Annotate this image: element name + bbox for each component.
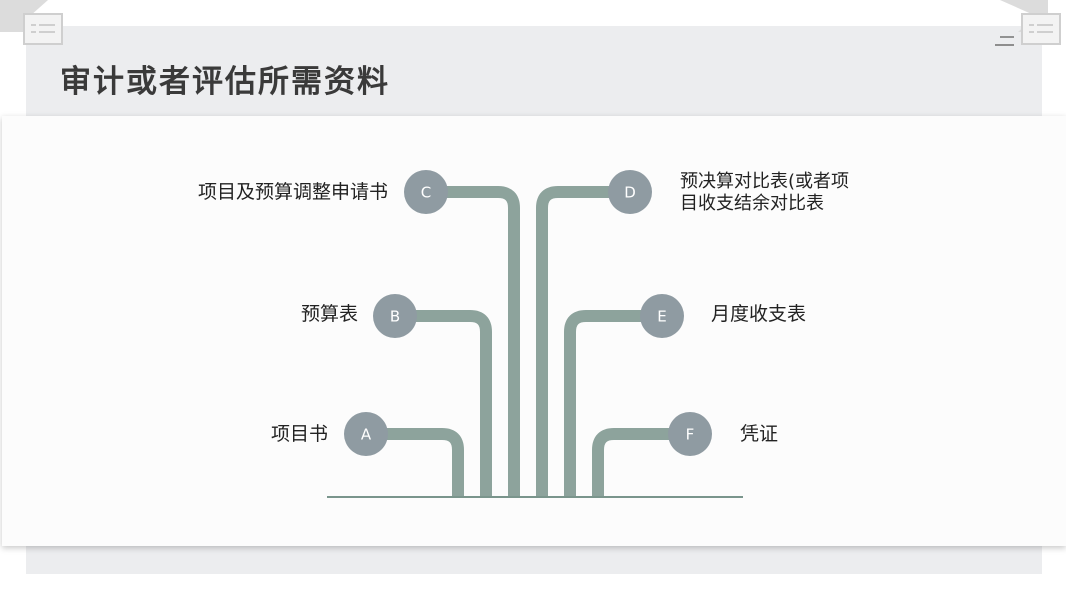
content-card xyxy=(2,116,1066,546)
branch-e xyxy=(564,310,662,497)
label-c: 项目及预算调整申请书 xyxy=(197,181,388,203)
node-b: B xyxy=(373,294,417,338)
label-e: 月度收支表 xyxy=(711,303,807,325)
branch-d xyxy=(536,186,630,497)
menu-icon xyxy=(995,36,1014,46)
node-letter-a: A xyxy=(361,426,372,444)
slide-corner-icon-left xyxy=(0,0,63,45)
branch-a xyxy=(366,428,464,497)
branch-f xyxy=(592,428,690,497)
label-b: 预算表 xyxy=(300,303,358,325)
label-f: 凭证 xyxy=(740,423,779,445)
label-d-line1: 预决算对比表(或者项 xyxy=(680,171,850,192)
label-a: 项目书 xyxy=(270,423,328,445)
node-a: A xyxy=(344,412,388,456)
node-e: E xyxy=(640,294,684,338)
branch-b xyxy=(395,310,492,497)
node-c: C xyxy=(404,170,448,214)
node-letter-f: F xyxy=(686,426,695,444)
slide-title: 审计或者评估所需资料 xyxy=(60,64,390,100)
label-d-line2: 目收支结余对比表 xyxy=(680,193,824,214)
slide-corner-icon-right xyxy=(1000,0,1061,45)
node-f: F xyxy=(668,412,712,456)
node-letter-e: E xyxy=(657,308,666,326)
label-d: 预决算对比表(或者项 目收支结余对比表 xyxy=(680,171,849,215)
node-letter-d: D xyxy=(624,184,636,202)
node-letter-b: B xyxy=(390,308,400,326)
node-d: D xyxy=(608,170,652,214)
branch-c xyxy=(426,186,520,497)
node-letter-c: C xyxy=(421,184,431,202)
